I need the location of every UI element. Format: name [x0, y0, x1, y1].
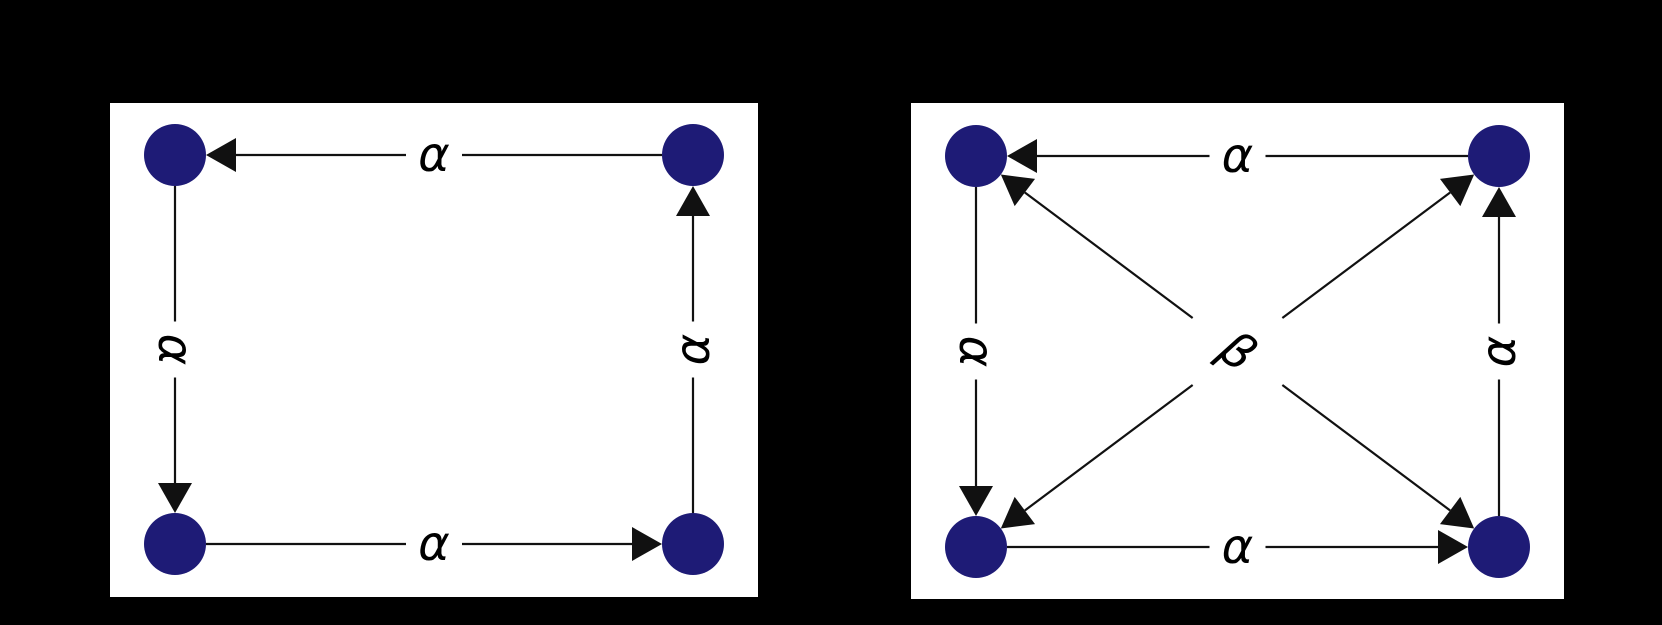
graph-svg-right: α α α α β	[945, 125, 1530, 578]
graph-edge-tl-br	[1281, 384, 1451, 512]
graph-node-tl	[945, 125, 1007, 187]
edge-label: α	[948, 336, 1004, 368]
graph-svg-left: α α α α	[144, 124, 724, 575]
edge-label: α	[1471, 336, 1527, 368]
edge-label: α	[418, 516, 450, 572]
arrowhead-icon	[206, 138, 236, 172]
graph-node-br	[662, 513, 724, 575]
graph-node-bl	[144, 513, 206, 575]
arrowhead-icon	[1000, 174, 1036, 207]
edge-label: β	[1208, 319, 1267, 383]
graph-edge-bl-tr	[1281, 191, 1451, 319]
graph-edge-tl-br	[1024, 191, 1194, 319]
graph-node-bl	[945, 516, 1007, 578]
edge-label: α	[418, 127, 450, 183]
diagram-panel-right: α α α α β	[911, 103, 1564, 599]
graph-node-tr	[1468, 125, 1530, 187]
arrowhead-icon	[1439, 174, 1475, 207]
edge-label: α	[665, 334, 721, 366]
arrowhead-icon	[158, 483, 192, 513]
arrowhead-icon	[1482, 187, 1516, 217]
arrowhead-icon	[1439, 496, 1475, 529]
arrowhead-icon	[1000, 496, 1036, 529]
edge-label: α	[1222, 128, 1254, 184]
arrowhead-icon	[1438, 530, 1468, 564]
edge-label: α	[147, 334, 203, 366]
arrowhead-icon	[1007, 139, 1037, 173]
graph-edge-bl-tr	[1024, 384, 1194, 512]
arrowhead-icon	[676, 186, 710, 216]
graph-node-br	[1468, 516, 1530, 578]
graph-node-tr	[662, 124, 724, 186]
graph-node-tl	[144, 124, 206, 186]
diagram-panel-left: α α α α	[110, 103, 758, 597]
arrowhead-icon	[632, 527, 662, 561]
arrowhead-icon	[959, 486, 993, 516]
edge-label: α	[1222, 519, 1254, 575]
